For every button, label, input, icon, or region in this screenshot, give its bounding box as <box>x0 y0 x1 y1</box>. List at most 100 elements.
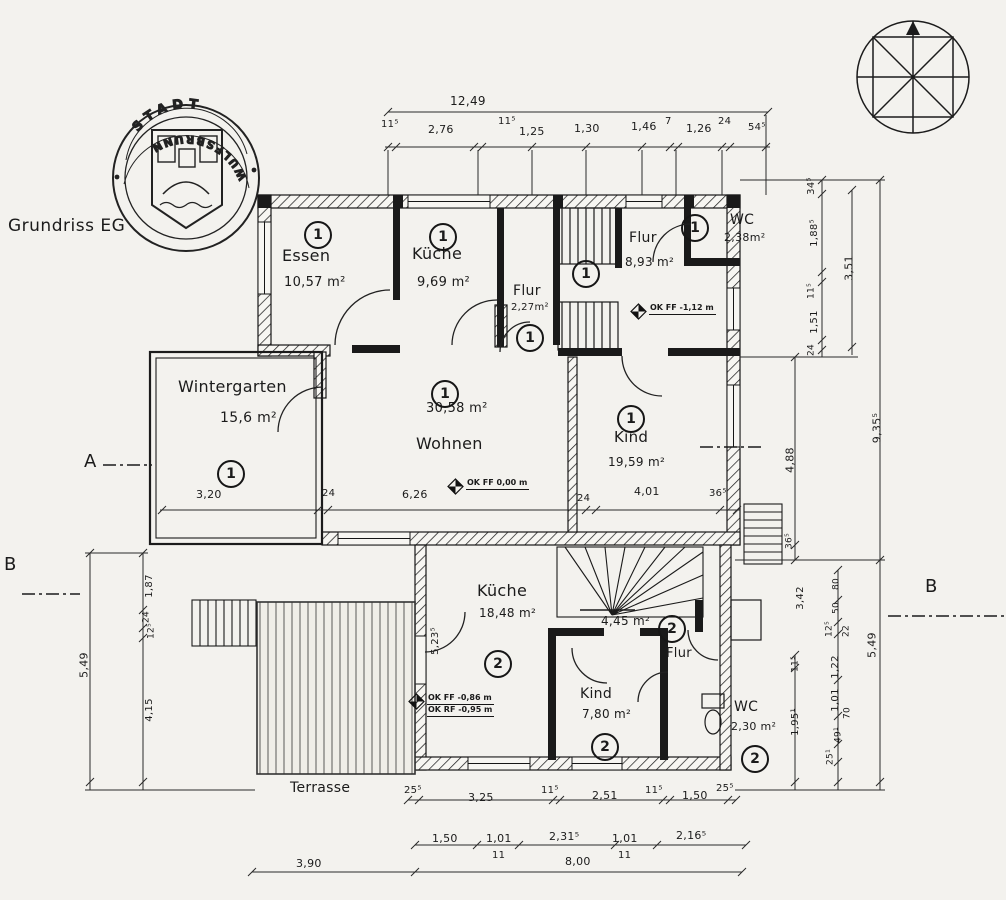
room-label-wintergarten: Wintergarten <box>178 377 287 396</box>
dim-label: 54⁵ <box>748 122 766 133</box>
shaft-box <box>730 599 762 641</box>
dim-label: 1,01 <box>486 832 512 845</box>
dim-label: 25⁵ <box>716 783 734 794</box>
city-seal-stamp: STADT WULFSBRUNN <box>112 96 260 252</box>
dim-label: 1,50 <box>432 832 458 845</box>
room-label-kueche-1: Küche <box>412 244 463 263</box>
section-b-right-label: B <box>925 576 938 597</box>
dim-label: 5,49 <box>865 632 879 658</box>
dim-label: 11⁵ <box>541 785 559 796</box>
room-area-treppe-2: 4,45 m² <box>601 614 651 628</box>
wintergarten-glazing <box>148 350 324 546</box>
stair-winder <box>556 546 704 618</box>
drawing-title: Grundriss EG <box>8 216 126 236</box>
room-label-wc-1: WC <box>730 212 755 228</box>
dim-label: 7 <box>665 116 672 127</box>
room-label-kind-1: Kind <box>614 428 649 446</box>
dim-label: 4,01 <box>634 485 660 498</box>
room-area-wintergarten: 15,6 m² <box>220 410 277 426</box>
dim-label: 1,46 <box>631 120 657 133</box>
section-a-label: A <box>84 451 97 472</box>
level-marker-icon <box>447 478 464 495</box>
room-area-essen: 10,57 m² <box>284 275 346 290</box>
dim-label: 24 <box>806 343 817 357</box>
dim-label: 3,51 <box>842 255 856 281</box>
external-stair-right <box>743 503 783 565</box>
room-area-wc-1: 2,38m² <box>724 231 766 244</box>
dim-label: 3,90 <box>296 857 322 870</box>
dim-label: 11 <box>492 850 506 861</box>
dim-label: 3,25 <box>468 791 494 804</box>
unit-number-badge: 1 <box>431 380 459 408</box>
unit-number-badge: 1 <box>429 223 457 251</box>
north-compass-icon <box>856 20 970 134</box>
level-marker-text: OK FF -1,12 m <box>649 303 716 315</box>
dim-label: 36⁵ <box>709 488 727 499</box>
toilet-fixture <box>701 693 725 735</box>
dim-label: 11 <box>618 850 632 861</box>
dim-label: 1,01 <box>612 832 638 845</box>
dim-label: 1,88⁵ <box>809 219 820 247</box>
room-area-flur-small: 2,27m² <box>511 302 549 313</box>
dim-label: 1,95¹ <box>790 708 801 736</box>
dim-label: 24 <box>577 493 591 504</box>
dim-label: 80 <box>831 577 842 591</box>
exterior-walls <box>257 194 741 771</box>
room-label-wc-2: WC <box>734 699 759 715</box>
room-label-flur-2: Flur <box>666 646 692 661</box>
room-label-kind-2: Kind <box>580 686 613 702</box>
dim-label: 11⁵ <box>498 116 516 127</box>
unit-number-badge: 1 <box>217 460 245 488</box>
room-area-kind-1: 19,59 m² <box>608 455 666 469</box>
dim-label: 3,42 <box>795 586 806 610</box>
room-label-essen: Essen <box>282 246 331 265</box>
room-label-wohnen: Wohnen <box>416 434 483 453</box>
dim-label: 11⁵ <box>790 656 801 672</box>
unit-number-badge: 2 <box>741 745 769 773</box>
dim-label: 12,49 <box>450 94 486 108</box>
dim-label: 1,01 <box>830 688 841 712</box>
room-area-kueche-1: 9,69 m² <box>417 275 471 290</box>
room-area-wc-2: 2,30 m² <box>731 720 777 733</box>
dim-label: 1,25 <box>519 125 545 138</box>
unit-number-badge: 1 <box>572 260 600 288</box>
dim-label: 4,15 <box>144 698 155 722</box>
windows <box>257 194 741 771</box>
dim-label: 8,00 <box>565 855 591 868</box>
dim-label: 1,26 <box>686 122 712 135</box>
room-label-flur-1: Flur <box>629 230 657 246</box>
dim-label: 22 <box>841 624 852 638</box>
room-label-terrasse: Terrasse <box>290 780 351 796</box>
dim-label: 2,31⁵ <box>549 830 580 843</box>
dim-label: 5,23⁵ <box>430 627 441 655</box>
room-label-flur-small: Flur <box>513 283 541 299</box>
unit-number-badge: 1 <box>617 405 645 433</box>
dim-label: 25⁵ <box>404 785 422 796</box>
dim-label: 1,22 <box>830 655 841 679</box>
level-marker: OK FF 0,00 m <box>447 478 530 495</box>
dim-label: 12⁵ <box>824 621 835 637</box>
dim-label: 24 <box>141 610 152 624</box>
dim-label: 2,16⁵ <box>676 829 707 842</box>
dim-label: 11⁵ <box>806 283 817 299</box>
unit-number-badge: 1 <box>304 221 332 249</box>
terrace-deck <box>191 599 762 775</box>
dim-label: 9,35⁵ <box>870 412 884 444</box>
dim-label: 50 <box>831 601 842 615</box>
level-marker-text: OK RF -0,95 m <box>427 705 495 717</box>
level-marker-icon <box>408 693 425 710</box>
dim-label: 2,76 <box>428 123 454 136</box>
dim-label: 1,50 <box>682 789 708 802</box>
section-cut-lines <box>22 446 1004 617</box>
dim-label: 4,88 <box>783 447 797 473</box>
level-marker: OK FF -1,12 m <box>630 303 716 320</box>
dim-label: 1,51 <box>809 310 820 334</box>
dim-label: 24 <box>718 116 732 127</box>
dimension-lines <box>85 107 885 877</box>
unit-number-badge: 1 <box>681 214 709 242</box>
room-area-kind-2: 7,80 m² <box>582 707 632 721</box>
room-area-kueche-2: 18,48 m² <box>479 606 537 620</box>
